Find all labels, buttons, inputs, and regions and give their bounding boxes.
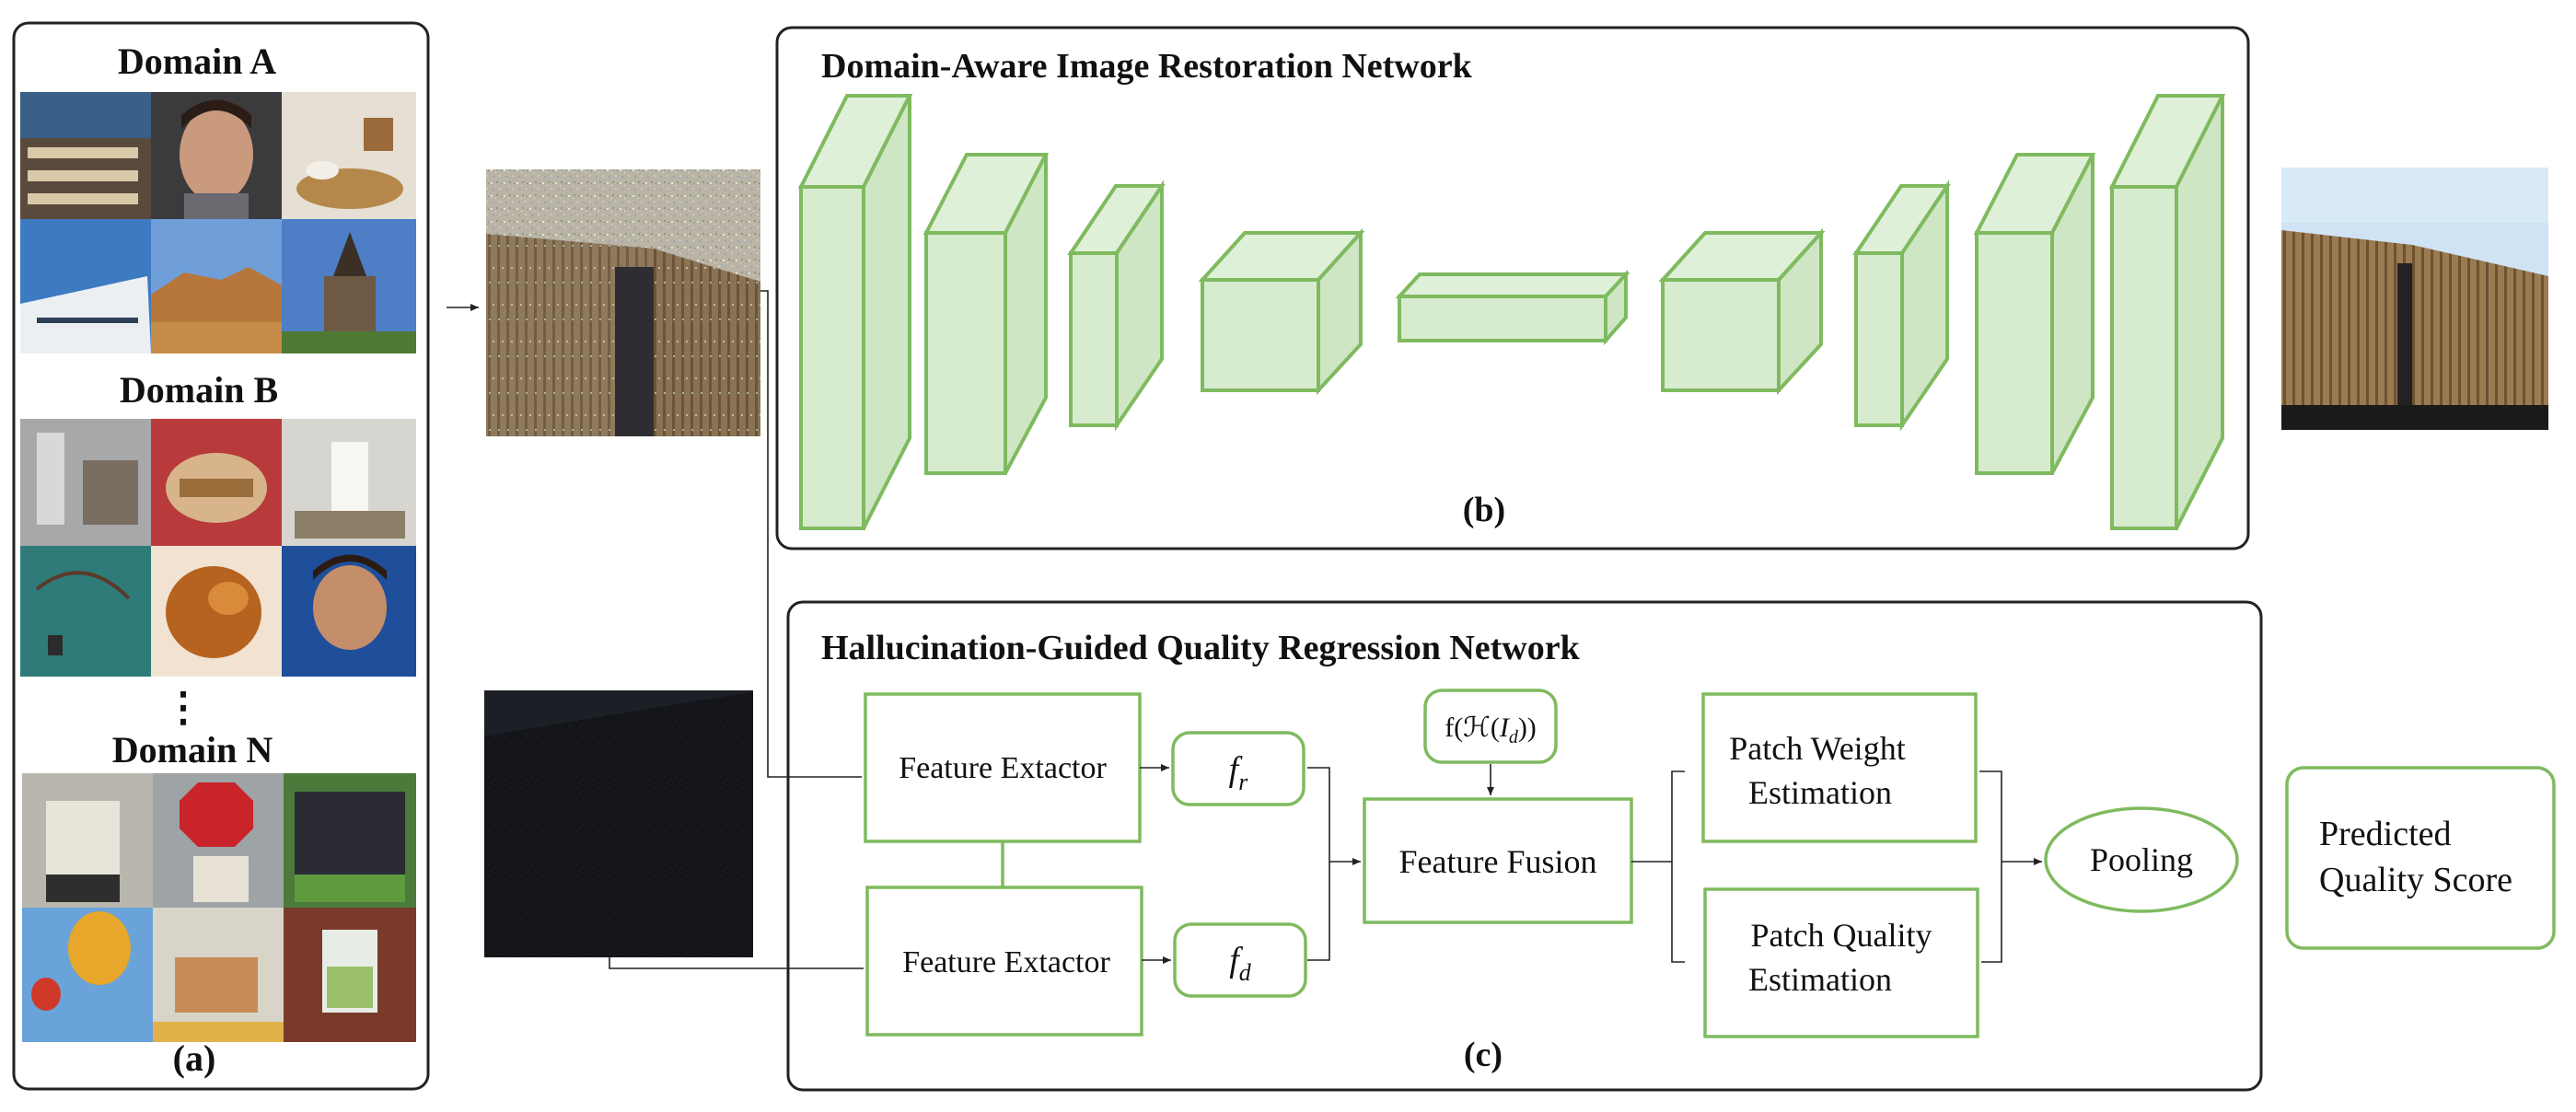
- panel-c-quality-regression-network: Hallucination-Guided Quality Regression …: [786, 600, 2263, 1092]
- feature-fr-node: fr: [1171, 731, 1305, 806]
- thumb-n-stop-sign: [153, 773, 284, 908]
- feature-fusion-label: Feature Fusion: [1399, 843, 1597, 880]
- thumb-b-room: [282, 419, 416, 546]
- decoder-block-1: [2108, 94, 2226, 530]
- thumb-b-bronze: [151, 546, 282, 677]
- feature-extractor-bottom-label: Feature Extactor: [902, 945, 1110, 979]
- panel-a-domain-dataset: Domain A: [12, 21, 430, 1091]
- domain-n-label: Domain N: [112, 729, 273, 770]
- degraded-input-image: [486, 169, 760, 436]
- encoder-block-4: [1198, 227, 1365, 396]
- thumb-b-wall-art: [20, 546, 151, 677]
- patch-quality-line-1: Patch Quality: [1751, 917, 1932, 954]
- caption-b: (b): [1463, 491, 1505, 529]
- patch-weight-node: Patch Weight Estimation: [1701, 692, 1978, 843]
- thumb-n-gym: [153, 908, 284, 1042]
- thumb-a-face: [151, 92, 282, 219]
- patch-weight-line-2: Estimation: [1748, 774, 1892, 811]
- vertical-ellipsis: ⋮: [163, 685, 203, 730]
- hallucination-prior-node: f(ℋ(Id)): [1423, 689, 1558, 764]
- thumb-n-glass: [284, 908, 416, 1042]
- patch-weight-line-1: Patch Weight: [1729, 730, 1905, 767]
- hallucination-prior-label: f(ℋ(Id)): [1445, 712, 1537, 747]
- encoder-block-2: [922, 153, 1050, 475]
- bottleneck-block: [1395, 269, 1630, 346]
- feature-fd-node: fd: [1173, 922, 1307, 998]
- domain-n-image-grid: [22, 773, 416, 1042]
- feature-fusion-node: Feature Fusion: [1363, 797, 1633, 924]
- pooling-node: Pooling: [2044, 806, 2239, 913]
- thumb-a-church: [282, 219, 416, 353]
- distorted-to-extractor-connector: [609, 957, 864, 969]
- panel-c-title: Hallucination-Guided Quality Regression …: [821, 629, 1581, 667]
- thumb-a-building: [20, 92, 151, 219]
- panel-b-title: Domain-Aware Image Restoration Network: [821, 47, 1473, 86]
- distorted-input-image-dark: [484, 690, 753, 957]
- thumb-n-balloons: [22, 908, 153, 1042]
- restoration-to-extractor-connector: [760, 290, 862, 778]
- thumb-a-boat: [20, 219, 151, 353]
- panel-c-connectors: [1140, 764, 2042, 964]
- patch-quality-node: Patch Quality Estimation: [1703, 887, 1979, 1038]
- encoder-block-3: [1067, 180, 1166, 432]
- panel-b-restoration-network: Domain-Aware Image Restoration Network: [775, 26, 2250, 550]
- caption-a: (a): [173, 1037, 216, 1079]
- thumb-n-chair: [22, 773, 153, 908]
- decoder-block-2: [1973, 153, 2096, 475]
- domain-b-image-grid: [20, 419, 416, 677]
- encoder-block-1: [797, 94, 913, 530]
- restored-output-image: [2281, 168, 2548, 430]
- feature-extractor-top-label: Feature Extactor: [899, 751, 1107, 785]
- thumb-n-group-photo: [284, 773, 416, 908]
- domain-b-label: Domain B: [120, 369, 278, 411]
- domain-a-label: Domain A: [118, 41, 276, 82]
- predicted-score-line-2: Quality Score: [2319, 861, 2512, 899]
- predicted-score-line-1: Predicted: [2319, 815, 2452, 853]
- thumb-b-phone-man: [282, 546, 416, 677]
- thumb-b-table: [151, 419, 282, 546]
- thumb-b-kitchen: [20, 419, 151, 546]
- decoder-block-3: [1852, 180, 1951, 432]
- cross-panel-connectors: [609, 290, 864, 969]
- feature-extractor-distorted: Feature Extactor: [865, 886, 1143, 1037]
- pooling-label: Pooling: [2090, 841, 2193, 878]
- predicted-quality-score-node: Predicted Quality Score: [2285, 766, 2556, 950]
- patch-quality-line-2: Estimation: [1748, 961, 1892, 998]
- decoder-block-4: [1658, 227, 1826, 396]
- encoder-decoder-blocks: [797, 94, 2226, 530]
- caption-c: (c): [1464, 1036, 1503, 1074]
- domain-a-image-grid: [20, 92, 416, 353]
- thumb-a-tea: [282, 92, 416, 219]
- feature-extractor-reference: Feature Extactor: [864, 692, 1142, 843]
- thumb-a-cliffs: [151, 219, 282, 353]
